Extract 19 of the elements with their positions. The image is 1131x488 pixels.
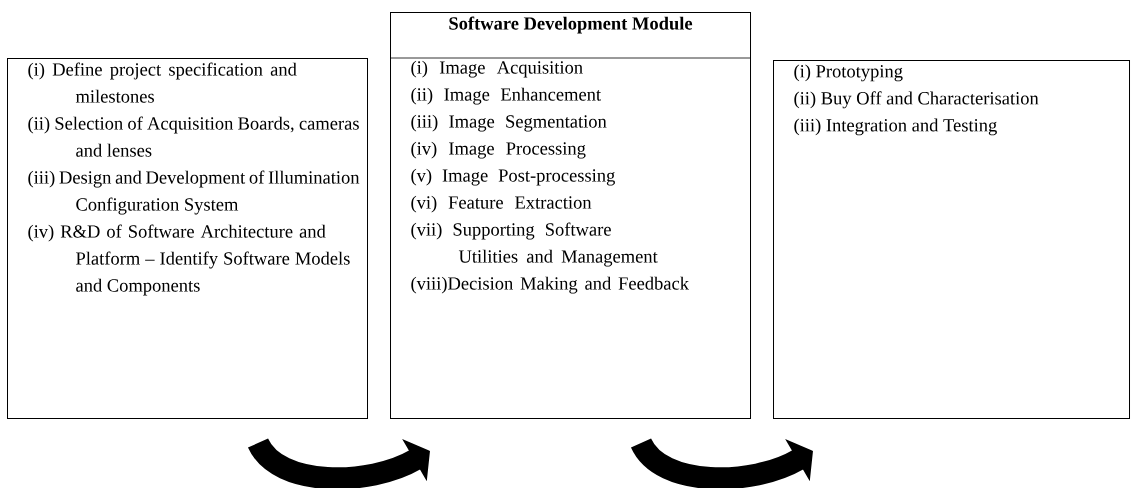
list-item: (iii) Design and Development of Illumination Configuration System: [28, 170, 360, 215]
box-heading: Software Development Module: [449, 16, 693, 34]
list-item: (iv) Image Processing: [411, 141, 586, 159]
process-box: [773, 60, 1130, 419]
list-item: (i) Image Acquisition: [411, 60, 583, 78]
list-item: (iv) R&D of Software Architecture and Platform – Identify Software Models and Components: [28, 224, 350, 296]
list-item: (vi) Feature Extraction: [411, 195, 592, 213]
list-item: (ii) Image Enhancement: [411, 87, 601, 105]
list-item: (ii) Buy Off and Characterisation: [794, 91, 1039, 109]
list-item: (i) Define project specification and milestones: [28, 62, 297, 103]
list-item: (i) Prototyping: [794, 64, 903, 82]
process-box: [390, 12, 751, 419]
list-item: (iii) Image Segmentation: [411, 114, 607, 132]
list-item: (v) Image Post-processing: [411, 168, 615, 186]
list-item: (viii)Decision Making and Feedback: [411, 276, 689, 294]
list-item: (ii) Selection of Acquisition Boards, cameras and lenses: [28, 116, 359, 157]
list-item: (iii) Integration and Testing: [794, 118, 997, 136]
process-box: [7, 58, 368, 419]
list-item: (vii) Supporting Software Utilities and Management: [411, 222, 658, 267]
